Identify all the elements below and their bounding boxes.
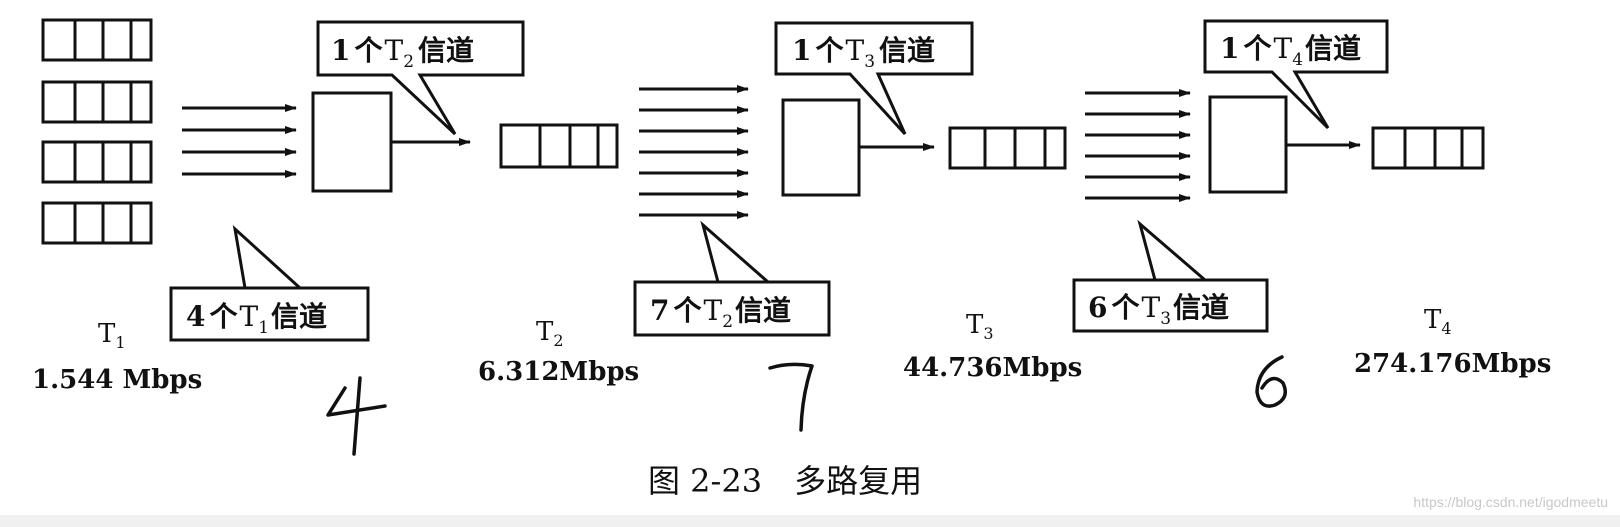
mux1-box bbox=[311, 91, 393, 193]
callout-mux2-output bbox=[774, 21, 974, 136]
handwritten-4: 4 bbox=[0, 0, 387, 456]
handwritten-6: 6 bbox=[0, 0, 1287, 408]
mux2-input-arrows bbox=[639, 85, 749, 219]
stage-t1-name: T1 bbox=[98, 319, 126, 352]
callout-mux1-input bbox=[169, 224, 370, 342]
t4-frame bbox=[1371, 126, 1485, 170]
stage-t2-rate: 6.312Mbps bbox=[478, 357, 639, 387]
callout-mux3-output bbox=[1203, 19, 1389, 130]
stage-t2-name: T2 bbox=[536, 317, 564, 350]
caption-title: 多路复用 bbox=[794, 462, 922, 500]
handwritten-4-text: 4 bbox=[0, 0, 10, 4]
handwritten-7-text: 7 bbox=[0, 0, 10, 4]
mux2-box bbox=[781, 98, 861, 197]
stage-t3-rate: 44.736Mbps bbox=[903, 353, 1082, 383]
frame-t1-2 bbox=[41, 80, 153, 124]
caption-label: 图 2-23 bbox=[648, 462, 762, 500]
callout-mux3-input bbox=[1072, 219, 1269, 333]
watermark: https://blog.csdn.net/igodmeetu bbox=[1413, 494, 1608, 510]
frame-t1-4 bbox=[41, 201, 153, 245]
frame-t1-1 bbox=[41, 18, 153, 62]
callout-mux2-input bbox=[633, 220, 831, 337]
t1-frames bbox=[41, 18, 153, 245]
handwritten-6-text: 6 bbox=[0, 0, 10, 4]
stage-t3-name: T3 bbox=[966, 310, 994, 343]
stage-t4-rate: 274.176Mbps bbox=[1354, 349, 1551, 379]
frame-t1-3 bbox=[41, 140, 153, 184]
stage-t4-name: T4 bbox=[1424, 305, 1452, 338]
t3-frame bbox=[948, 126, 1067, 170]
figure-caption: 图 2-23 多路复用 bbox=[648, 462, 922, 500]
mux3-box bbox=[1208, 95, 1288, 194]
mux1-input-arrows bbox=[182, 104, 297, 178]
bottom-strip bbox=[0, 515, 1620, 527]
mux3-input-arrows bbox=[1085, 89, 1191, 202]
stage-t1-rate: 1.544 Mbps bbox=[32, 365, 202, 395]
t2-frame bbox=[499, 123, 619, 169]
handwritten-7: 7 bbox=[0, 0, 814, 432]
callout-mux1-output bbox=[316, 20, 525, 136]
